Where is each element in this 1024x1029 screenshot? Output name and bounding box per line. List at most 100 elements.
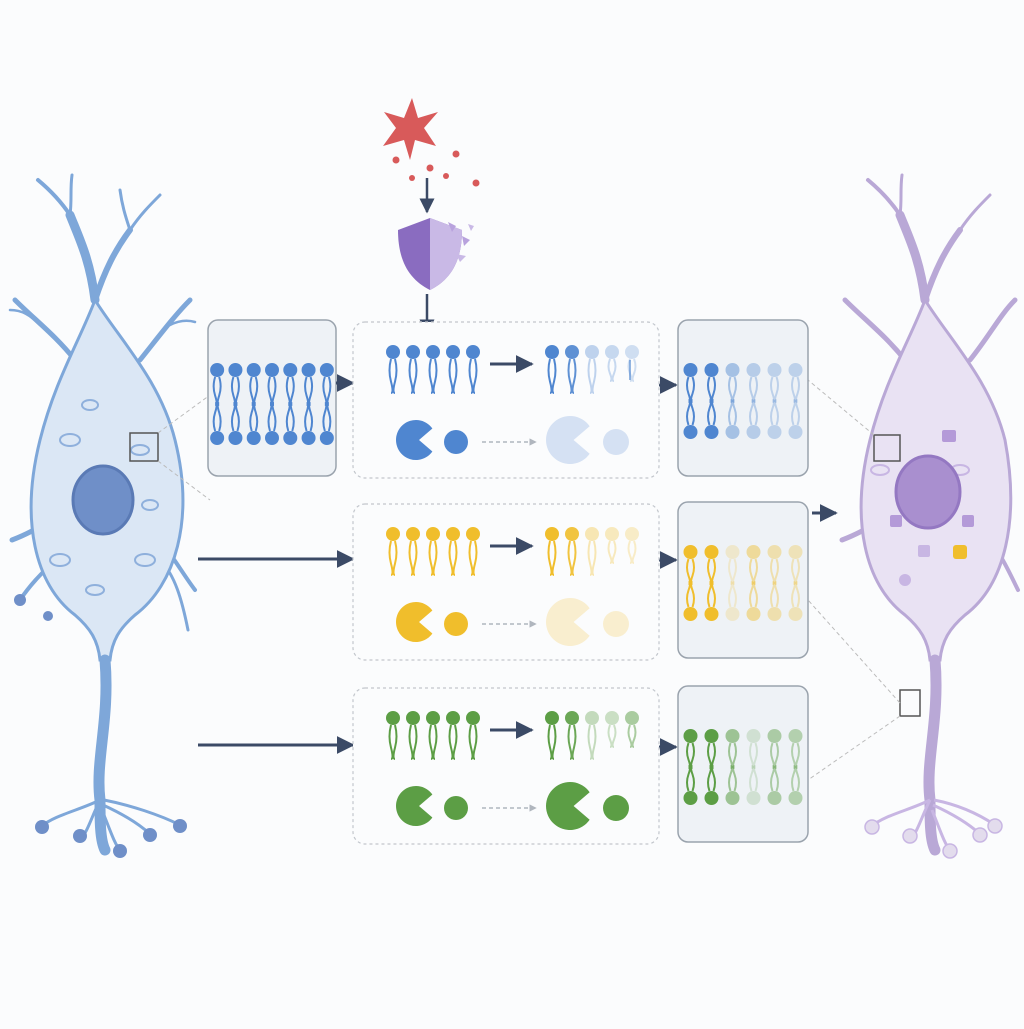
phospholipid-icon: [565, 711, 579, 760]
breaking-shield-icon: [398, 218, 474, 290]
zoom-guide: [807, 715, 901, 781]
substrate-icon: [603, 429, 629, 455]
phospholipid-icon: [406, 527, 420, 576]
healthy-nucleus: [71, 464, 135, 536]
phospholipid-icon: [466, 711, 480, 760]
enzyme-icon: [546, 598, 590, 647]
phospholipid-icon: [605, 345, 619, 382]
healthy-organelles: [49, 399, 159, 596]
phospholipid-icon: [210, 402, 225, 445]
damaged-nucleus: [894, 454, 962, 530]
phospholipid-icon: [683, 765, 698, 805]
damaged-terminal-boutons: [864, 818, 1003, 859]
zoom-guide: [807, 599, 901, 704]
phospholipid-icon: [466, 345, 480, 394]
phospholipid-icon: [683, 581, 698, 621]
radical-dots-icon: [392, 150, 480, 187]
phospholipid-icon: [466, 527, 480, 576]
enzyme-icon: [396, 602, 433, 643]
phospholipid-icon: [746, 765, 761, 805]
phospholipid-icon: [386, 527, 400, 576]
phospholipid-icon: [585, 345, 599, 394]
oxidative-stressor: [383, 98, 480, 335]
healthy-membrane-panel: [207, 319, 337, 477]
enzyme-icon: [396, 786, 433, 826]
damaged-zoom-box-bottom: [899, 689, 921, 717]
phospholipid-icon: [725, 363, 740, 403]
phospholipid-icon: [565, 527, 579, 576]
intact-lipids: [386, 345, 480, 394]
phospholipid-icon: [767, 399, 782, 439]
phospholipid-icon: [585, 711, 599, 760]
phospholipid-icon: [585, 527, 599, 576]
phospholipid-icon: [746, 729, 761, 769]
membrane-bilayer-icon: [683, 729, 803, 805]
phospholipid-icon: [319, 402, 334, 445]
membrane-bilayer-icon: [210, 363, 334, 445]
damage-process-rows: [352, 319, 809, 845]
phospholipid-icon: [545, 711, 559, 760]
degraded-lipids: [545, 345, 639, 394]
phospholipid-icon: [788, 765, 803, 805]
phospholipid-icon: [704, 581, 719, 621]
zoom-guide: [157, 394, 211, 434]
phospholipid-icon: [788, 729, 803, 769]
result-membrane-panel-yellow: [677, 501, 809, 659]
phospholipid-icon: [767, 363, 782, 403]
phospholipid-icon: [228, 402, 243, 445]
phospholipid-icon: [767, 545, 782, 585]
phospholipid-icon: [767, 581, 782, 621]
process-row-green: [352, 685, 809, 845]
phospholipid-icon: [283, 402, 298, 445]
membrane-bilayer-icon: [683, 363, 803, 439]
result-membrane-panel-blue: [677, 319, 809, 477]
phospholipid-icon: [625, 711, 639, 748]
phospholipid-icon: [426, 711, 440, 760]
enzyme-icon: [546, 782, 590, 831]
healthy-zoom-box: [129, 432, 159, 462]
phospholipid-icon: [605, 711, 619, 748]
phospholipid-icon: [746, 399, 761, 439]
phospholipid-icon: [565, 345, 579, 394]
zoom-guide: [807, 379, 875, 436]
damaged-axon: [923, 654, 942, 856]
enzyme-icon: [396, 420, 433, 460]
phospholipid-icon: [426, 527, 440, 576]
intact-lipids: [386, 527, 480, 576]
substrate-icon: [444, 612, 468, 636]
phospholipid-icon: [788, 363, 803, 403]
phospholipid-icon: [265, 402, 279, 445]
phospholipid-icon: [788, 545, 803, 585]
damaged-organelles: [870, 430, 974, 586]
phospholipid-icon: [725, 581, 740, 621]
phospholipid-icon: [746, 545, 761, 585]
phospholipid-icon: [545, 345, 559, 394]
membrane-bilayer-icon: [683, 545, 803, 621]
stressor-star-icon: [383, 98, 438, 160]
phospholipid-icon: [704, 765, 719, 805]
phospholipid-icon: [406, 711, 420, 760]
substrate-icon: [603, 795, 629, 821]
phospholipid-icon: [725, 765, 740, 805]
damaged-zoom-box-top: [873, 434, 901, 462]
phospholipid-icon: [545, 527, 559, 576]
phospholipid-icon: [746, 581, 761, 621]
phospholipid-icon: [767, 729, 782, 769]
phospholipid-icon: [767, 765, 782, 805]
phospholipid-icon: [301, 402, 316, 445]
result-membrane-panel-green: [677, 685, 809, 843]
phospholipid-icon: [625, 527, 639, 564]
healthy-neuron: [8, 173, 211, 858]
substrate-icon: [444, 430, 468, 454]
phospholipid-icon: [386, 345, 400, 394]
intact-lipids: [386, 711, 480, 760]
zoom-guide: [157, 460, 211, 501]
phospholipid-icon: [426, 345, 440, 394]
healthy-axon: [93, 654, 112, 856]
phospholipid-icon: [788, 581, 803, 621]
phospholipid-icon: [605, 527, 619, 564]
phospholipid-icon: [446, 527, 460, 576]
substrate-icon: [603, 611, 629, 637]
